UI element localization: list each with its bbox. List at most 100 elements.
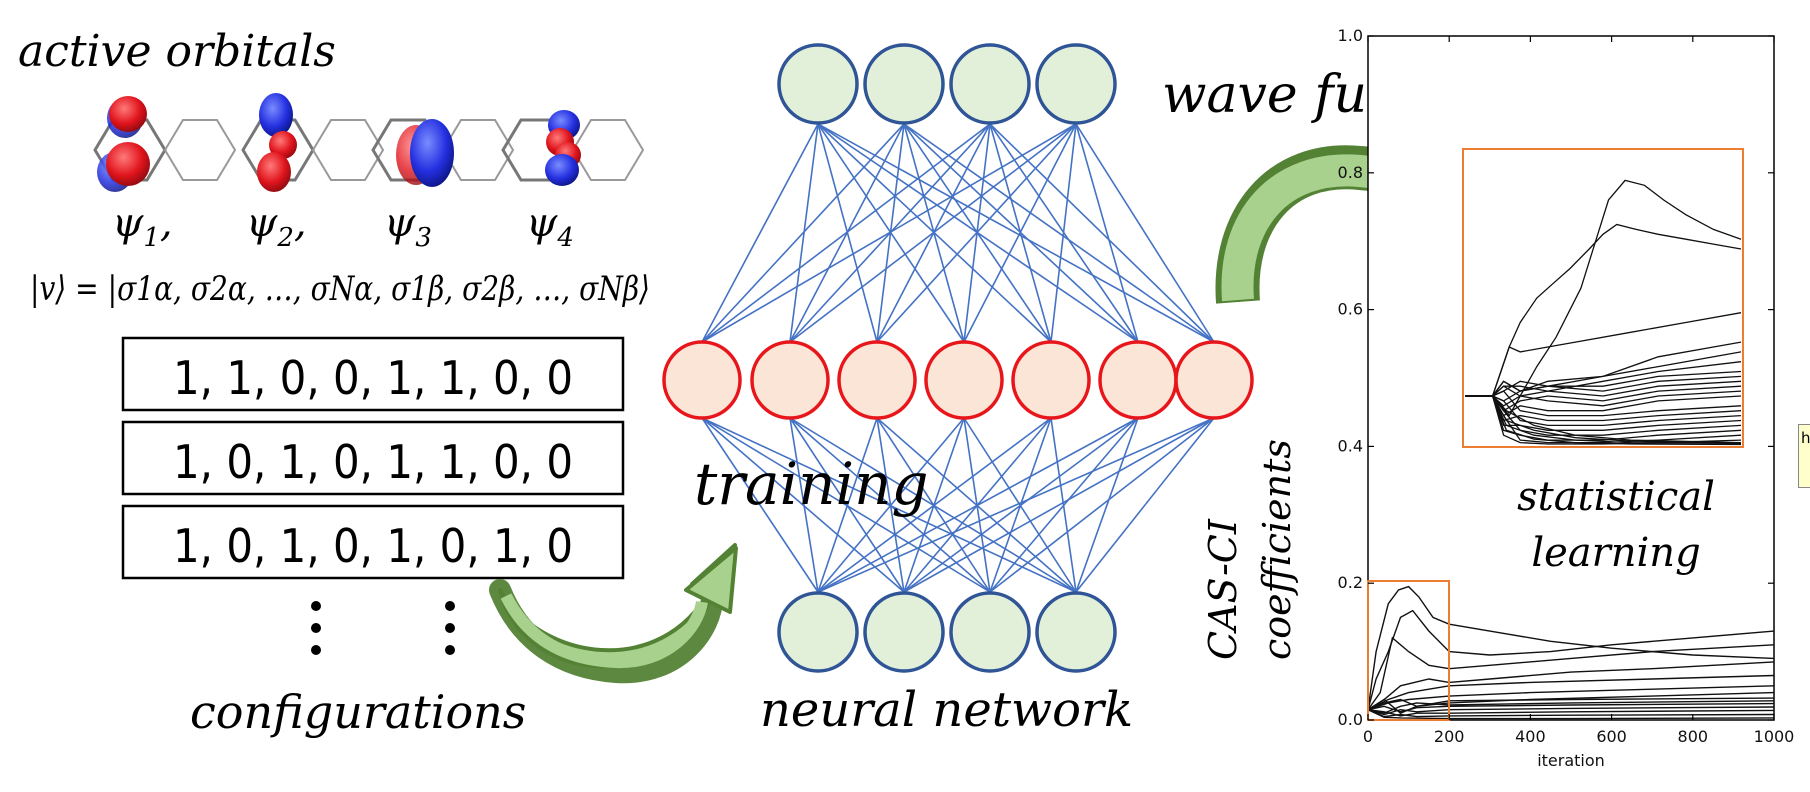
configuration-box-3: 1, 0, 1, 0, 1, 0, 1, 0 [121, 504, 625, 580]
x-axis-label: iteration [1537, 751, 1605, 770]
network-edge [817, 123, 1215, 343]
network-edge [876, 417, 1077, 593]
inset-highlight-box [1462, 148, 1744, 448]
input-node-2 [863, 591, 945, 673]
input-node-3 [949, 591, 1031, 673]
chart-ticks: 0.0 0.2 0.4 0.6 0.8 1.0 0 200 400 600 800 1000 [1338, 26, 1795, 746]
orbital-label-2: ψ2, [246, 200, 307, 253]
network-edge [1075, 417, 1215, 593]
output-node-2 [863, 43, 945, 125]
network-nodes [662, 43, 1254, 673]
input-node-4 [1035, 591, 1117, 673]
zoom-highlight-box [1367, 580, 1450, 721]
output-node-1 [777, 43, 859, 125]
svg-text:ψ1,: ψ1, [112, 200, 173, 253]
x-tick-label: 200 [1434, 727, 1465, 746]
orbital-molecule-3 [371, 118, 515, 187]
network-edge [701, 123, 905, 343]
series-line-2 [1367, 609, 1775, 710]
vertical-ellipsis-1 [311, 601, 321, 655]
series-line-10 [1367, 702, 1775, 713]
cas-ci-chart: 0.0 0.2 0.4 0.6 0.8 1.0 0 200 400 600 800 1000 iter… [1338, 26, 1795, 770]
x-tick-label: 0 [1363, 727, 1373, 746]
network-edge [701, 417, 1077, 593]
network-edge [701, 123, 991, 343]
svg-text:ψ2,: ψ2, [246, 200, 307, 253]
svg-text:ψ3: ψ3 [384, 200, 432, 253]
network-edge [701, 417, 991, 593]
y-tick-label: 0.0 [1338, 710, 1363, 729]
output-node-3 [949, 43, 1031, 125]
hidden-node-4 [924, 340, 1004, 420]
inset-series-line-11 [1465, 385, 1742, 407]
hidden-node-5 [1011, 340, 1091, 420]
inset-label-line2: learning [1531, 530, 1700, 576]
svg-text:ψ4: ψ4 [526, 200, 574, 253]
configuration-text-3: 1, 0, 1, 0, 1, 0, 1, 0 [173, 519, 573, 573]
network-edge [963, 123, 1077, 343]
series-line-1 [1367, 585, 1775, 710]
configurations-label: configurations [190, 685, 526, 739]
series-line-9 [1367, 700, 1775, 714]
hidden-node-6 [1098, 340, 1178, 420]
configuration-box-2: 1, 0, 1, 0, 1, 1, 0, 0 [121, 420, 625, 496]
network-edge [1075, 417, 1139, 593]
y-tick-label: 0.8 [1338, 163, 1363, 182]
network-edge [789, 417, 1077, 593]
orbital-molecule-4 [501, 110, 645, 186]
orbital-label-1: ψ1, [112, 200, 173, 253]
neural-network-label: neural network [760, 682, 1133, 738]
tooltip-text: h f [1801, 429, 1810, 447]
network-edge [789, 123, 1077, 343]
configuration-text-1: 1, 1, 0, 0, 1, 1, 0, 0 [173, 351, 573, 405]
series-line-11 [1367, 706, 1775, 716]
orbital-molecule-2 [241, 93, 385, 192]
tooltip-popup: h f [1798, 424, 1810, 488]
series-line-8 [1367, 697, 1775, 711]
network-edge [701, 417, 819, 593]
orbital-label-3: ψ3 [384, 200, 432, 253]
network-edge [1050, 417, 1077, 593]
inset-series-line-3 [1465, 312, 1742, 397]
x-tick-label: 800 [1678, 727, 1709, 746]
inset-series-line-24 [1465, 395, 1742, 444]
y-axis-label-line2: coefficients [1255, 439, 1299, 660]
output-node-4 [1035, 43, 1117, 125]
y-tick-label: 1.0 [1338, 26, 1363, 45]
y-tick-label: 0.4 [1338, 436, 1363, 455]
series-line-14 [1367, 709, 1775, 720]
network-edge [701, 123, 819, 343]
vertical-ellipsis-2 [445, 601, 455, 655]
inset-series-line-15 [1465, 395, 1742, 427]
curved-arrow-to-training [489, 543, 738, 684]
y-tick-label: 0.6 [1338, 300, 1363, 319]
configuration-text-2: 1, 0, 1, 0, 1, 1, 0, 0 [173, 435, 573, 489]
network-edge [1075, 123, 1215, 343]
inset-series-line-13 [1465, 390, 1742, 417]
inset-label-line1: statistical [1517, 474, 1715, 520]
ket-formula: |v⟩ = |σ1α, σ2α, …, σNα, σ1β, σ2β, …, σN… [30, 269, 650, 309]
hidden-node-7 [1174, 340, 1254, 420]
network-edge [1075, 123, 1139, 343]
network-edges [701, 123, 1215, 593]
y-axis-label-line1: CAS-CI [1201, 518, 1245, 660]
hidden-node-2 [750, 340, 830, 420]
network-edge [1050, 123, 1077, 343]
x-tick-label: 600 [1596, 727, 1627, 746]
network-edge [701, 123, 1077, 343]
hidden-node-3 [837, 340, 917, 420]
network-edge [876, 123, 1077, 343]
x-tick-label: 1000 [1754, 727, 1795, 746]
training-label: training [694, 450, 929, 518]
x-tick-label: 400 [1515, 727, 1546, 746]
hidden-node-1 [662, 340, 742, 420]
network-edge [701, 417, 905, 593]
series-line-3 [1367, 636, 1775, 711]
network-edge [817, 417, 1215, 593]
network-edge [963, 417, 1077, 593]
input-node-1 [777, 591, 859, 673]
inset-series-group [1465, 179, 1742, 446]
inset-series-line-1 [1465, 179, 1742, 417]
orbital-label-4: ψ4 [526, 200, 574, 253]
y-tick-label: 0.2 [1338, 573, 1363, 592]
